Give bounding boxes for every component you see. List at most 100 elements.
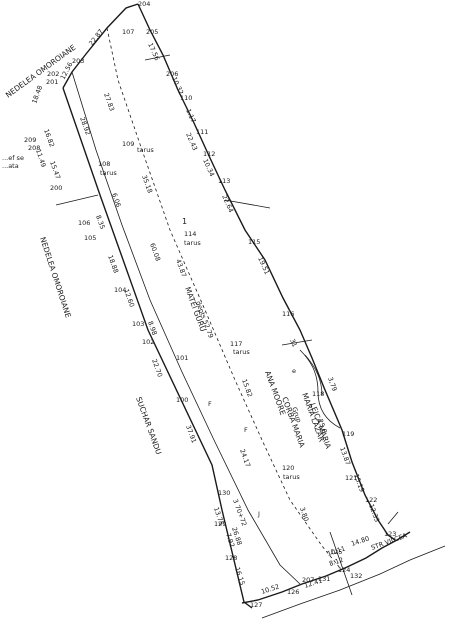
division-line-1 — [71, 71, 301, 585]
point-101: 101 — [176, 354, 188, 362]
parcel-1-plot: 114 — [184, 230, 196, 238]
dim-top-right: 17.56 — [146, 42, 161, 62]
point-126: 126 — [287, 588, 299, 596]
parcel-120-label: tarus — [283, 473, 300, 481]
dim-10-34: 10.34 — [201, 158, 216, 178]
street-vilcea-edge — [261, 545, 446, 619]
point-104: 104 — [114, 286, 126, 294]
marker-e: e — [292, 367, 296, 375]
point-204: 204 — [138, 0, 150, 8]
division-line-2 — [106, 27, 341, 569]
point-106: 106 — [78, 219, 90, 227]
point-202: 202 — [47, 70, 59, 78]
parcel-120-number: 120 — [282, 464, 294, 472]
point-115: 115 — [248, 238, 260, 246]
dim-8-35: 8.35 — [94, 214, 106, 230]
dim-60-08: 60.08 — [148, 242, 162, 262]
marker-f-1: F — [208, 400, 212, 408]
point-113: 113 — [218, 177, 230, 185]
point-130: 130 — [218, 489, 230, 497]
owner-label-3: CORBA MARIA — [280, 396, 307, 450]
dim-22-64: 22.64 — [220, 194, 235, 214]
dim-11-49: 11.49 — [34, 148, 47, 168]
dim-27-83: 27.83 — [102, 92, 116, 112]
cross-line-3 — [281, 339, 313, 346]
parcel-108-number: 108 — [98, 160, 110, 168]
point-124: 124 — [338, 566, 350, 574]
dim-35-18: 35.18 — [140, 174, 154, 194]
point-125: 125 — [330, 548, 342, 556]
parcel-117-label: tarus — [233, 348, 250, 356]
boundary-south — [241, 531, 411, 604]
dim-19-51: 19.51 — [256, 256, 271, 276]
point-112: 112 — [203, 150, 215, 158]
parcel-117-number: 117 — [230, 340, 242, 348]
point-110: 110 — [180, 94, 192, 102]
dim-37-91: 37.91 — [184, 424, 198, 444]
point-121: 121 — [345, 474, 357, 482]
corner-tag: 3,79 — [326, 376, 338, 392]
point-119: 119 — [342, 430, 354, 438]
point-111: 111 — [196, 128, 208, 136]
dim-24-17: 24.17 — [238, 448, 252, 468]
parcel-1-number: 1 — [182, 217, 187, 226]
point-209: 209 — [24, 136, 36, 144]
dim-13-87: 13.87 — [338, 446, 352, 466]
point-131: 131 — [318, 575, 330, 583]
dim-12-33: 12.33 — [367, 503, 381, 523]
cross-line-1 — [224, 199, 271, 209]
boundary-west — [62, 87, 253, 609]
dim-31: 31 — [288, 338, 299, 349]
boundary-north — [62, 3, 139, 89]
point-127: 127 — [250, 601, 262, 609]
point-122: 122 — [365, 496, 377, 504]
dim-16-15: 16.15 — [233, 566, 246, 586]
point-206: 206 — [166, 70, 178, 78]
point-118: 118 — [312, 390, 324, 398]
dim-6-06: 6.06 — [110, 192, 122, 208]
point-100: 100 — [176, 396, 188, 404]
owner-label-2: ANA MOORE — [263, 370, 287, 417]
dim-14-80: 14.80 — [350, 535, 370, 548]
point-128: 128 — [225, 554, 237, 562]
dim-18-88: 18.88 — [106, 254, 120, 274]
cross-line-5 — [329, 531, 353, 596]
point-203: 203 — [72, 57, 84, 65]
point-129: 129 — [214, 520, 226, 528]
parcel-108-label: tarus — [100, 169, 117, 177]
owner-label-6: SUCHAR SANDU — [134, 396, 163, 456]
cross-line-4 — [55, 194, 99, 206]
point-132: 132 — [350, 572, 362, 580]
corner-note: ...ef se...ata — [2, 154, 24, 170]
owner-south-note: 3 70+72 — [231, 498, 248, 527]
cross-line-2 — [144, 54, 171, 61]
dim-1-17: 1.17 — [184, 108, 197, 124]
point-208: 208 — [28, 144, 40, 152]
point-201: 201 — [46, 78, 58, 86]
dim-16-82: 16.82 — [42, 128, 56, 148]
dim-upper: 10.32 — [170, 76, 185, 96]
cross-line-6 — [387, 511, 399, 525]
point-207: 207 — [302, 576, 314, 584]
point-123: 123 — [384, 530, 396, 538]
dim-15-47: 15.47 — [48, 160, 62, 180]
parcel-109-label: tarus — [137, 146, 154, 154]
dim-43-87: 43.87 — [174, 258, 188, 278]
point-102: 102 — [142, 338, 154, 346]
boundary-east — [137, 3, 396, 541]
parcel-109-number: 109 — [122, 140, 134, 148]
dim-top: 22.87 — [87, 28, 105, 48]
marker-f-2: F — [244, 426, 248, 434]
point-107: 107 — [122, 28, 134, 36]
point-205: 205 — [146, 28, 158, 36]
marker-j: J — [257, 510, 260, 518]
dim-28-92: 28.92 — [78, 116, 92, 136]
point-103: 103 — [132, 320, 144, 328]
dim-15-19: 15.19 — [352, 473, 366, 493]
street-label-nedelea-west: NEDELEA OMOROIANE — [38, 236, 73, 319]
point-200: 200 — [50, 184, 62, 192]
point-116: 116 — [282, 310, 294, 318]
dim-18-48: 18.48 — [30, 84, 44, 104]
curve-118 — [299, 349, 341, 429]
